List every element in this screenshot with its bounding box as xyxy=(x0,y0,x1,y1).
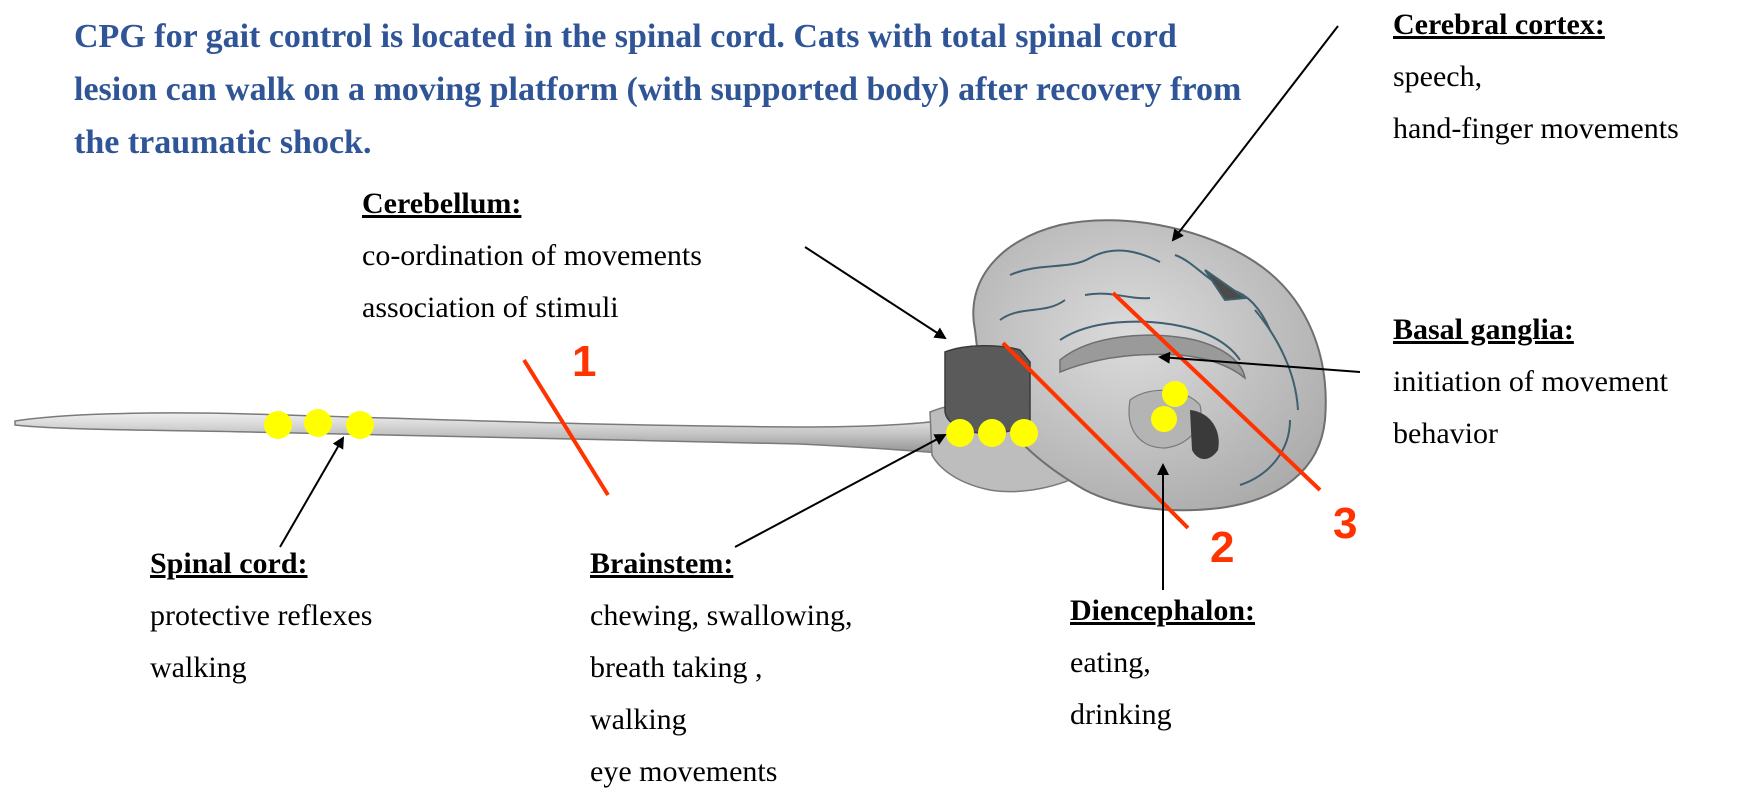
brainstem-function: chewing, swallowing, xyxy=(590,590,852,642)
diencephalon-function: eating, xyxy=(1070,637,1255,689)
spinal-cord-function: protective reflexes xyxy=(150,590,372,642)
diencephalon-label: Diencephalon: eating, drinking xyxy=(1070,585,1255,741)
cerebral-cortex-function: speech, xyxy=(1393,51,1679,103)
cpg-dot-spinal-1 xyxy=(264,411,292,439)
cpg-dot-spinal-3 xyxy=(346,411,374,439)
arrow-brainstem xyxy=(735,435,945,547)
cpg-dot-spinal-2 xyxy=(304,409,332,437)
arrow-cerebellum xyxy=(805,247,945,338)
arrow-spinal xyxy=(280,438,343,547)
basal-ganglia-label: Basal ganglia: initiation of movement be… xyxy=(1393,304,1668,460)
cpg-dot-dien-2 xyxy=(1151,406,1177,432)
cpg-dot-brainstem-1 xyxy=(946,419,974,447)
brainstem-function: breath taking , xyxy=(590,642,852,694)
spinal-cord xyxy=(15,413,965,455)
cpg-dot-brainstem-3 xyxy=(1010,419,1038,447)
cerebellum-function: co-ordination of movements xyxy=(362,230,702,282)
brainstem-function: walking xyxy=(590,694,852,746)
diencephalon-function: drinking xyxy=(1070,689,1255,741)
cpg-dot-brainstem-2 xyxy=(978,419,1006,447)
cerebellum-label: Cerebellum: co-ordination of movements a… xyxy=(362,178,702,334)
brainstem-title: Brainstem: xyxy=(590,538,852,590)
basal-ganglia-title: Basal ganglia: xyxy=(1393,304,1668,356)
basal-ganglia-function: initiation of movement xyxy=(1393,356,1668,408)
lesion-number-3: 3 xyxy=(1333,499,1357,548)
cerebellum-title: Cerebellum: xyxy=(362,178,702,230)
lesion-number-2: 2 xyxy=(1210,523,1234,572)
spinal-cord-label: Spinal cord: protective reflexes walking xyxy=(150,538,372,694)
cerebral-cortex-function: hand-finger movements xyxy=(1393,103,1679,155)
basal-ganglia-function: behavior xyxy=(1393,408,1668,460)
brainstem-label: Brainstem: chewing, swallowing, breath t… xyxy=(590,538,852,798)
spinal-cord-function: walking xyxy=(150,642,372,694)
cerebral-cortex-title: Cerebral cortex: xyxy=(1393,0,1679,51)
brainstem-function: eye movements xyxy=(590,746,852,798)
cpg-dot-dien-1 xyxy=(1162,381,1188,407)
cerebellum-function: association of stimuli xyxy=(362,282,702,334)
cerebral-cortex-label: Cerebral cortex: speech, hand-finger mov… xyxy=(1393,0,1679,155)
diencephalon-title: Diencephalon: xyxy=(1070,585,1255,637)
lesion-number-1: 1 xyxy=(572,337,596,386)
headline: CPG for gait control is located in the s… xyxy=(74,10,1254,169)
spinal-cord-title: Spinal cord: xyxy=(150,538,372,590)
